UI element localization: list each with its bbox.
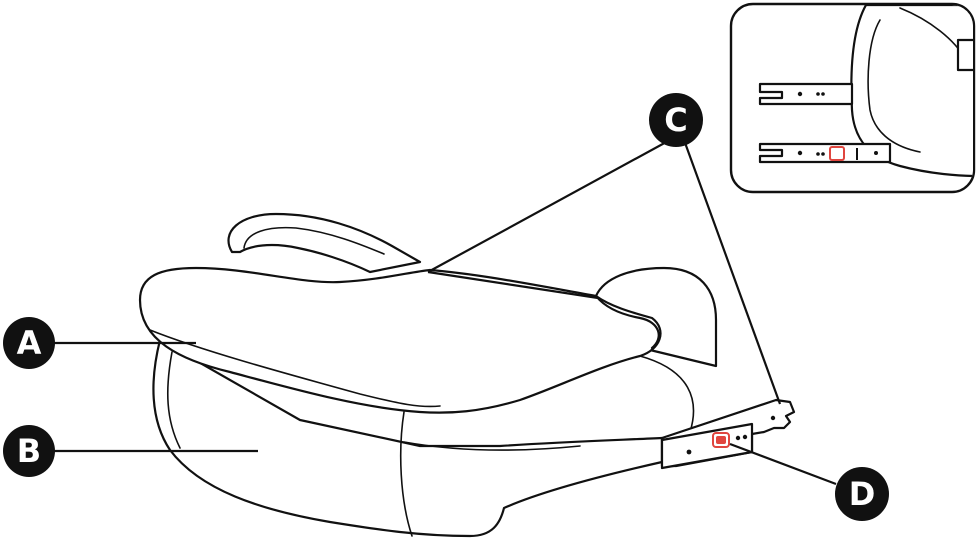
cushion-front-edge xyxy=(149,329,441,408)
rear-left-armrest xyxy=(227,212,422,274)
inset-release-button xyxy=(829,146,845,161)
leader-c-armrest xyxy=(427,270,599,300)
seat-base xyxy=(152,338,664,538)
callout-d: D xyxy=(835,467,889,521)
inset-connector-retracted xyxy=(758,82,854,106)
callout-b-label: B xyxy=(17,432,41,470)
isofix-rivet xyxy=(770,415,776,421)
seat-cushion xyxy=(138,266,662,414)
isofix-rivet xyxy=(742,434,748,440)
booster-seat xyxy=(138,212,718,538)
leader-d xyxy=(729,442,837,486)
rear-right-armrest xyxy=(594,266,718,368)
leader-c-cushion xyxy=(427,139,671,273)
callout-a-label: A xyxy=(17,324,42,362)
isofix-connector xyxy=(660,398,796,470)
callout-d-label: D xyxy=(849,475,876,513)
callout-b: B xyxy=(3,425,55,477)
callout-c-label: C xyxy=(664,101,687,139)
cushion-side-edge xyxy=(639,355,695,433)
inset-detail xyxy=(729,2,976,194)
isofix-rivet xyxy=(735,435,741,441)
leader-lines xyxy=(54,139,837,486)
base-seam-mid xyxy=(403,441,581,451)
isofix-rivet xyxy=(686,449,692,455)
right-armrest-curl xyxy=(594,294,660,350)
inset-connector-extended xyxy=(758,142,892,164)
callout-a: A xyxy=(3,317,55,369)
base-seam-right xyxy=(399,411,413,537)
leader-c-connector xyxy=(682,139,782,405)
rear-left-armrest-inner xyxy=(243,226,385,255)
base-seam-front xyxy=(166,351,181,449)
callout-c: C xyxy=(649,93,703,147)
